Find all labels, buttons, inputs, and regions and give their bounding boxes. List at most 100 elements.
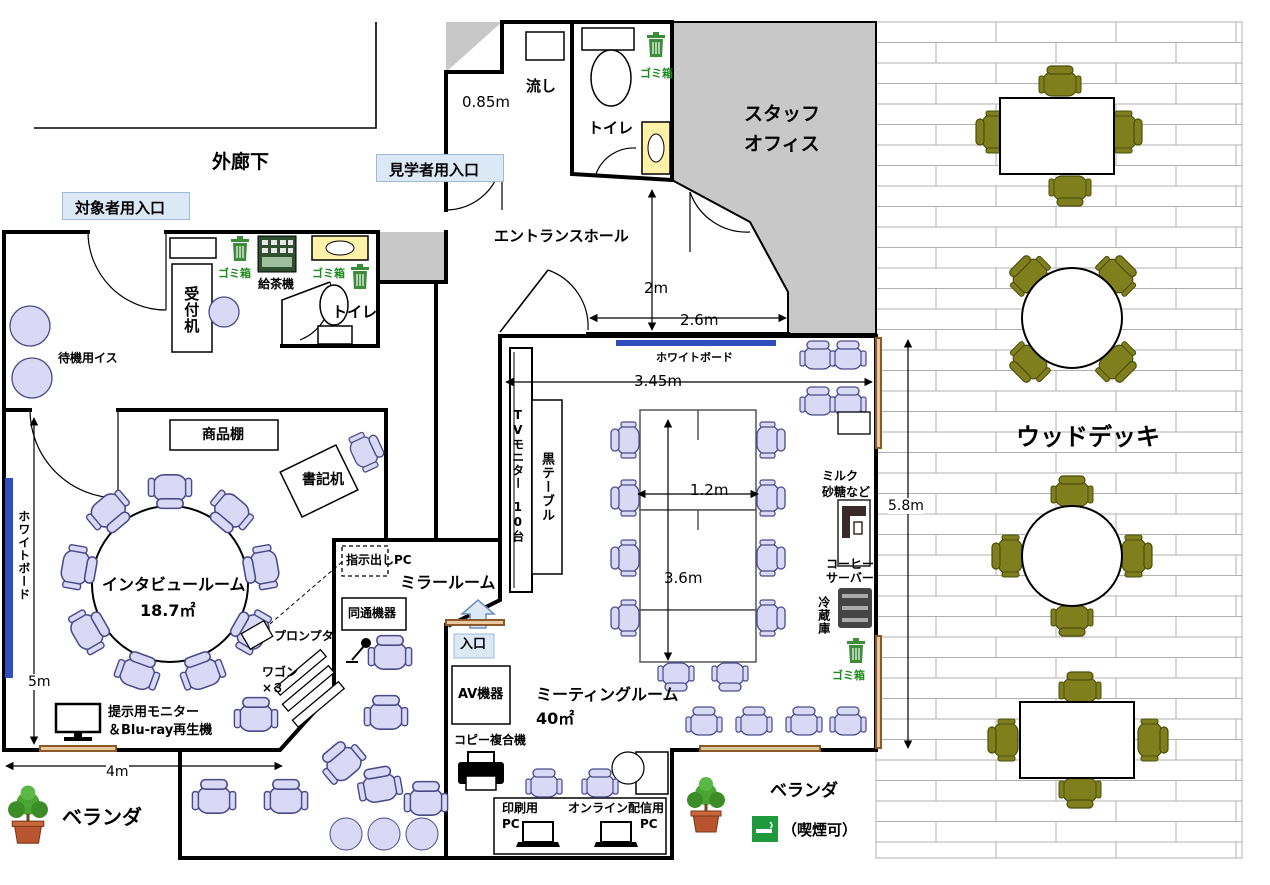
trash-can-icon	[646, 31, 666, 58]
cue-pc-label: 指示出しPC	[346, 553, 412, 567]
chair	[829, 340, 867, 370]
staff-office-floor	[671, 21, 877, 335]
monitor-label-2: ＆Blu-ray再生機	[108, 723, 213, 738]
mirror-room-label: ミラールーム	[400, 573, 496, 592]
plant-icon	[686, 776, 726, 833]
trash-can-icon	[230, 235, 250, 262]
interview-area-label: 18.7㎡	[140, 601, 196, 620]
chair	[367, 817, 401, 851]
chair	[263, 778, 309, 814]
dim-2: 2m	[644, 279, 669, 297]
coffee-label-1: コーヒー	[826, 557, 875, 571]
tea-server-label: 給茶機	[258, 277, 295, 291]
trash-label-4: ゴミ箱	[832, 669, 865, 682]
chair	[685, 706, 723, 736]
interpreter-equipment-label: 同通機器	[348, 606, 397, 620]
trash-label-3: ゴミ箱	[312, 267, 345, 280]
chair	[756, 421, 786, 459]
veranda-left-label: ベランダ	[62, 805, 142, 829]
outer-corridor-label: 外廊下	[212, 151, 270, 173]
monitor-label-1: 提示用モニター	[108, 705, 200, 720]
chair	[756, 479, 786, 517]
waiting-chairs-label: 待機用イス	[58, 351, 118, 365]
dim-5: 5m	[28, 674, 51, 691]
chair	[313, 733, 370, 789]
tv-monitor-label: TVモニター	[510, 408, 525, 490]
chair	[610, 421, 640, 459]
product-shelf-label: 商品棚	[202, 427, 244, 443]
chair	[829, 386, 867, 416]
stream-pc-label-1: オンライン配信用	[568, 801, 665, 815]
microphone-icon	[346, 638, 371, 663]
prompter-label: プロンプタ	[274, 629, 334, 643]
stream-pc-label-2: PC	[640, 817, 658, 831]
monitor-icon	[54, 702, 102, 741]
chair	[756, 599, 786, 637]
smoking-ok-label: （喫煙可）	[782, 821, 858, 839]
av-equipment-label: AV機器	[458, 687, 504, 702]
chair	[829, 706, 867, 736]
chair	[610, 599, 640, 637]
sink-label: 流し	[526, 77, 557, 95]
clerk-desk-label: 書記机	[302, 472, 344, 488]
dim-1-2: 1.2m	[690, 481, 729, 499]
chair	[405, 817, 439, 851]
fridge-icon	[838, 588, 872, 628]
chair	[403, 780, 449, 816]
milk-label-1: ミルク	[822, 469, 859, 483]
whiteboard-top-label: ホワイトボード	[656, 351, 733, 364]
no-smoking-sign-icon	[752, 816, 778, 842]
dim-5-8: 5.8m	[888, 498, 924, 515]
coffee-label-2: サーバー	[826, 571, 874, 585]
chair	[610, 479, 640, 517]
dim-3-45: 3.45m	[634, 372, 683, 390]
staff-office-label-1: スタッフ	[744, 103, 821, 125]
meeting-room-label: ミーティングルーム	[536, 685, 679, 704]
chair	[147, 474, 193, 510]
wagon-count-label: ×３	[262, 681, 285, 695]
mirror-entrance-label: 入口	[460, 637, 487, 652]
trash-label-1: ゴミ箱	[640, 67, 673, 80]
chair	[329, 817, 363, 851]
chair	[367, 634, 413, 670]
coffee-server-icon	[842, 506, 866, 538]
copier-label: コピー複合機	[454, 733, 527, 747]
chair	[735, 706, 773, 736]
printer-icon	[458, 751, 504, 791]
tv-count-label: 10台	[510, 500, 525, 543]
chair	[610, 539, 640, 577]
chair	[363, 694, 409, 730]
wagon-label: ワゴン	[262, 665, 299, 679]
wood-deck-label: ウッドデッキ	[1016, 423, 1160, 451]
black-table-label: 黒テーブル	[538, 452, 554, 522]
interview-room-label: インタビュールーム	[102, 575, 246, 594]
tea-server-icon	[257, 235, 297, 273]
print-pc-label-2: PC	[502, 817, 520, 831]
toilet-upper-label: トイレ	[588, 119, 634, 137]
chair	[785, 706, 823, 736]
fridge-label: 冷蔵庫	[816, 596, 831, 635]
entrance-hall-label: エントランスホール	[494, 227, 629, 245]
dim-2-6: 2.6m	[680, 311, 719, 329]
laptop-icon	[515, 821, 561, 848]
subject-entrance-tag: 対象者用入口	[62, 192, 190, 220]
chair	[756, 539, 786, 577]
whiteboard-left-label: ホワイトボード	[16, 510, 31, 601]
veranda-right-label: ベランダ	[770, 781, 838, 801]
dim-0-85: 0.85m	[462, 93, 511, 111]
meeting-area-label: 40㎡	[536, 709, 575, 728]
trash-can-icon	[350, 263, 370, 290]
print-pc-label-1: 印刷用	[502, 801, 539, 815]
staff-office-label-2: オフィス	[744, 133, 820, 155]
dim-4: 4m	[106, 764, 129, 781]
trash-can-icon	[846, 637, 866, 664]
laptop-icon	[593, 821, 639, 848]
chair	[354, 763, 405, 806]
walls	[2, 20, 878, 860]
dim-3-6: 3.6m	[664, 569, 703, 587]
chair	[525, 768, 563, 798]
reception-desk-label: 受付机	[182, 286, 201, 334]
observer-entrance-tag: 見学者用入口	[376, 154, 504, 182]
toilet-lower-label: トイレ	[332, 303, 378, 321]
